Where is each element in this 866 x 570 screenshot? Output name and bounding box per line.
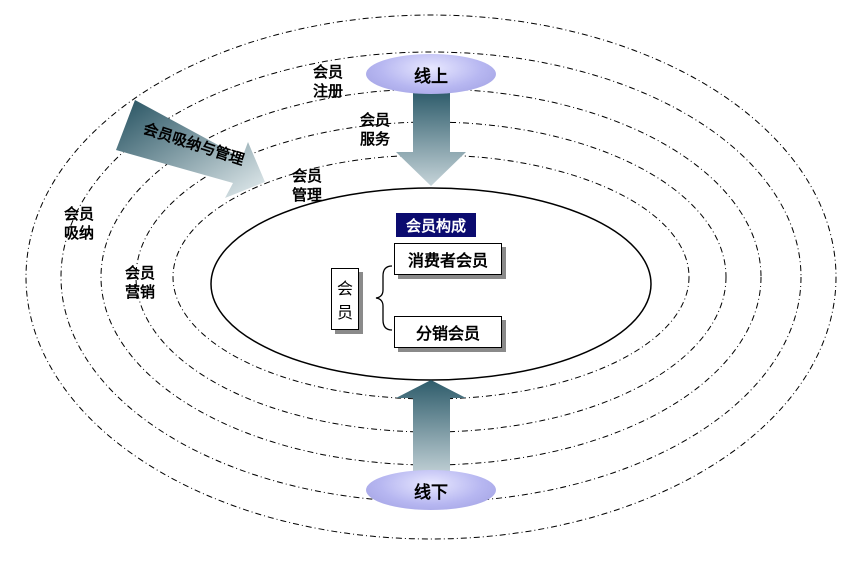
member-brace bbox=[375, 265, 393, 331]
online-channel: 线上 bbox=[366, 54, 496, 94]
offline-channel: 线下 bbox=[366, 470, 496, 510]
ring-label-marketing: 会员营销 bbox=[124, 264, 155, 301]
member-char-2: 员 bbox=[336, 303, 353, 322]
member-label-box: 会 员 bbox=[331, 268, 359, 330]
consumer-member-box: 消费者会员 bbox=[394, 243, 502, 275]
ring-label-absorb: 会员吸纳 bbox=[63, 205, 94, 242]
member-char-1: 会 bbox=[336, 279, 353, 298]
ring-label-register: 会员注册 bbox=[312, 63, 343, 100]
ring-marketing bbox=[135, 121, 727, 433]
distributor-member-box: 分销会员 bbox=[394, 316, 502, 348]
ring-label-service: 会员服务 bbox=[359, 111, 390, 148]
member-composition-title: 会员构成 bbox=[396, 213, 476, 237]
ring-absorb bbox=[60, 51, 802, 503]
outer-ring-register bbox=[25, 14, 837, 540]
ring-label-manage: 会员管理 bbox=[291, 167, 322, 204]
online-down-arrow bbox=[396, 92, 466, 186]
ring-service bbox=[100, 88, 762, 466]
offline-up-arrow bbox=[396, 380, 466, 478]
absorb-manage-arrow bbox=[116, 100, 265, 198]
